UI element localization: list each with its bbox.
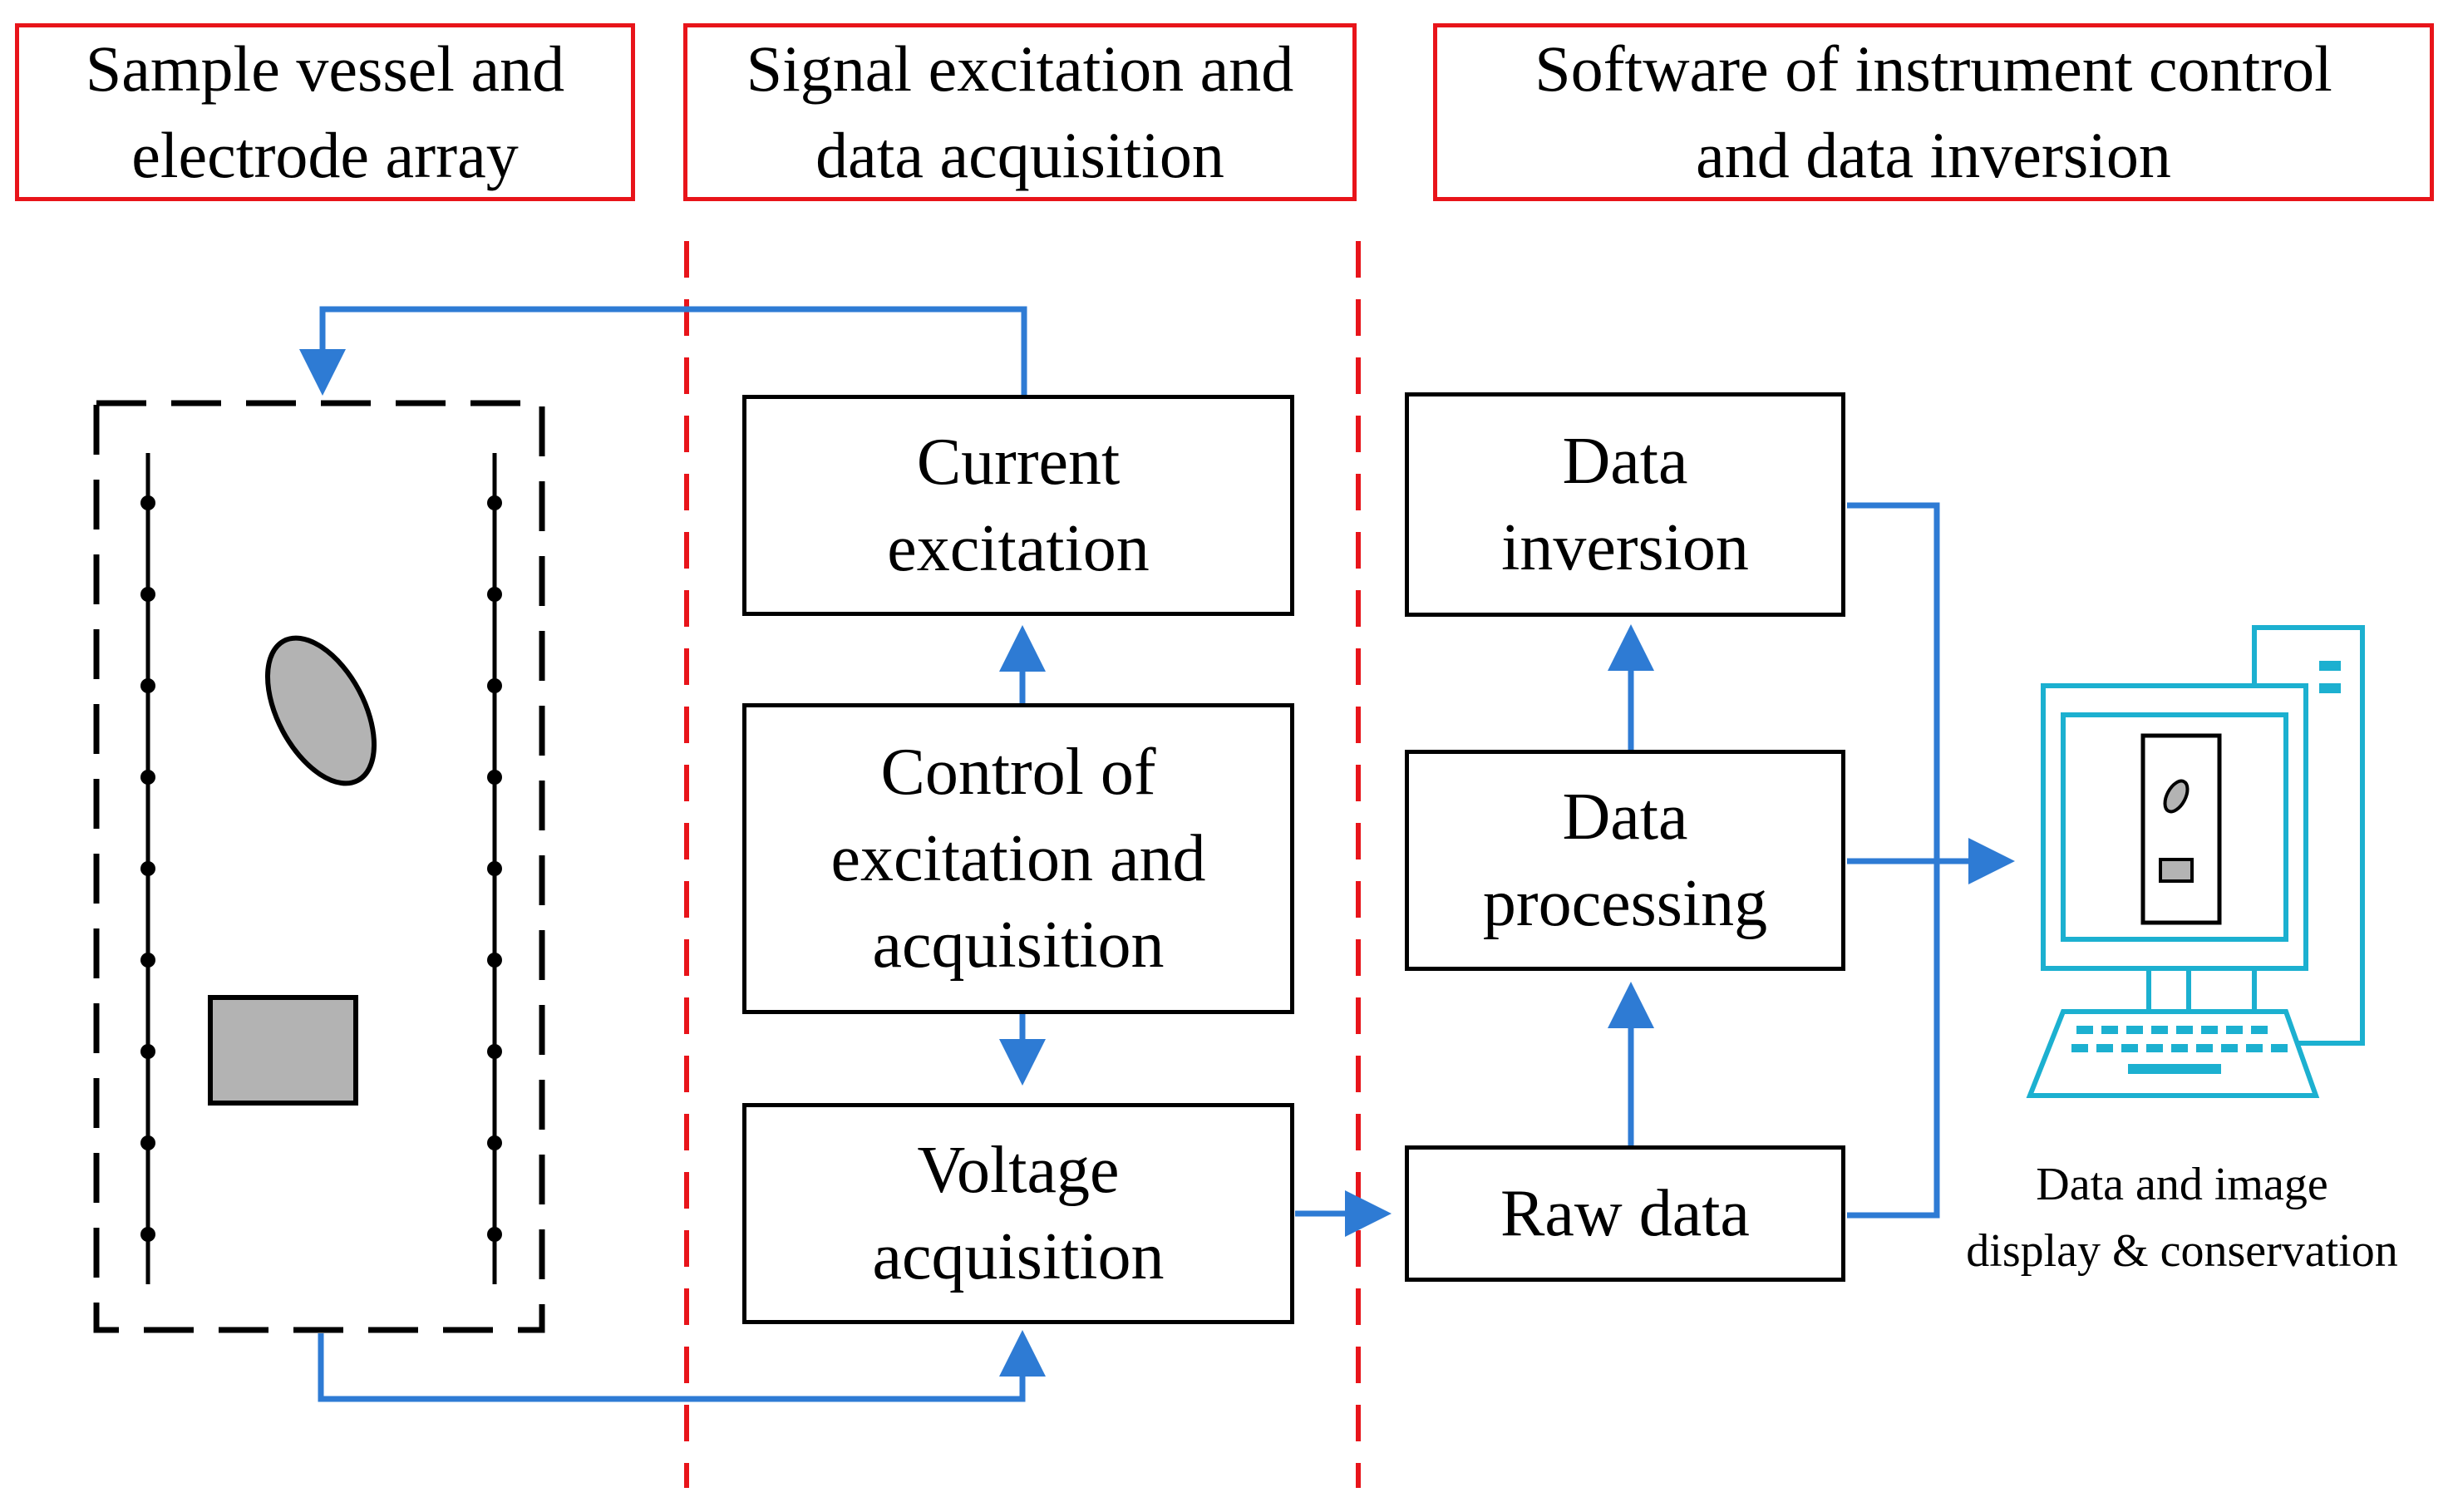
- keyboard-keys: [2071, 1026, 2288, 1074]
- raw-data-label: Raw data: [1500, 1177, 1750, 1250]
- computer-icon: [2026, 625, 2365, 1098]
- data-inversion-box: Data inversion: [1405, 392, 1845, 617]
- header-signal-line1: Signal excitation and: [746, 32, 1294, 105]
- arrow-excitation-to-vessel: [299, 306, 1027, 396]
- voltage-line1: Voltage: [917, 1134, 1120, 1207]
- header-signal-line2: data acquisition: [815, 119, 1224, 191]
- control-box: Control of excitation and acquisition: [742, 703, 1294, 1014]
- control-line3: acquisition: [872, 909, 1165, 982]
- computer-keyboard: [2026, 1009, 2320, 1098]
- computer-screen: [2061, 712, 2288, 942]
- current-excitation-box: Current excitation: [742, 395, 1294, 616]
- header-sample-line1: Sample vessel and: [85, 32, 565, 105]
- computer-caption-line1: Data and image: [2036, 1159, 2328, 1210]
- computer-caption-line2: display & conservation: [1966, 1225, 2398, 1277]
- data-inversion-line2: inversion: [1501, 511, 1749, 584]
- flow-arrows: [299, 306, 2015, 1402]
- sample-object-rectangle: [208, 995, 358, 1106]
- header-software: Software of instrument control and data …: [1433, 23, 2434, 201]
- computer-caption: Data and image display & conservation: [1912, 1151, 2452, 1284]
- sample-object-ellipse: [264, 635, 377, 786]
- screen-rectangle: [2159, 858, 2194, 883]
- screen-ellipse: [2163, 779, 2190, 814]
- sample-vessel: [93, 400, 545, 1333]
- header-sample-line2: electrode array: [131, 119, 519, 191]
- voltage-line2: acquisition: [872, 1220, 1165, 1293]
- electrodes: [140, 495, 502, 1242]
- data-processing-line1: Data: [1562, 781, 1688, 854]
- voltage-acquisition-box: Voltage acquisition: [742, 1103, 1294, 1324]
- raw-data-box: Raw data: [1405, 1145, 1845, 1282]
- screen-vessel: [2140, 733, 2222, 925]
- data-processing-line2: processing: [1482, 867, 1768, 940]
- header-signal-excitation: Signal excitation and data acquisition: [683, 23, 1357, 201]
- control-line1: Control of: [880, 736, 1156, 809]
- control-line2: excitation and: [830, 822, 1206, 895]
- arrow-vessel-to-voltage: [318, 1330, 1046, 1402]
- data-processing-box: Data processing: [1405, 750, 1845, 971]
- current-excitation-line2: excitation: [887, 512, 1150, 585]
- data-inversion-line1: Data: [1562, 425, 1688, 498]
- current-excitation-line1: Current: [916, 426, 1121, 499]
- header-software-line2: and data inversion: [1696, 119, 2171, 191]
- header-software-line1: Software of instrument control: [1534, 32, 2332, 105]
- header-sample-vessel: Sample vessel and electrode array: [15, 23, 635, 201]
